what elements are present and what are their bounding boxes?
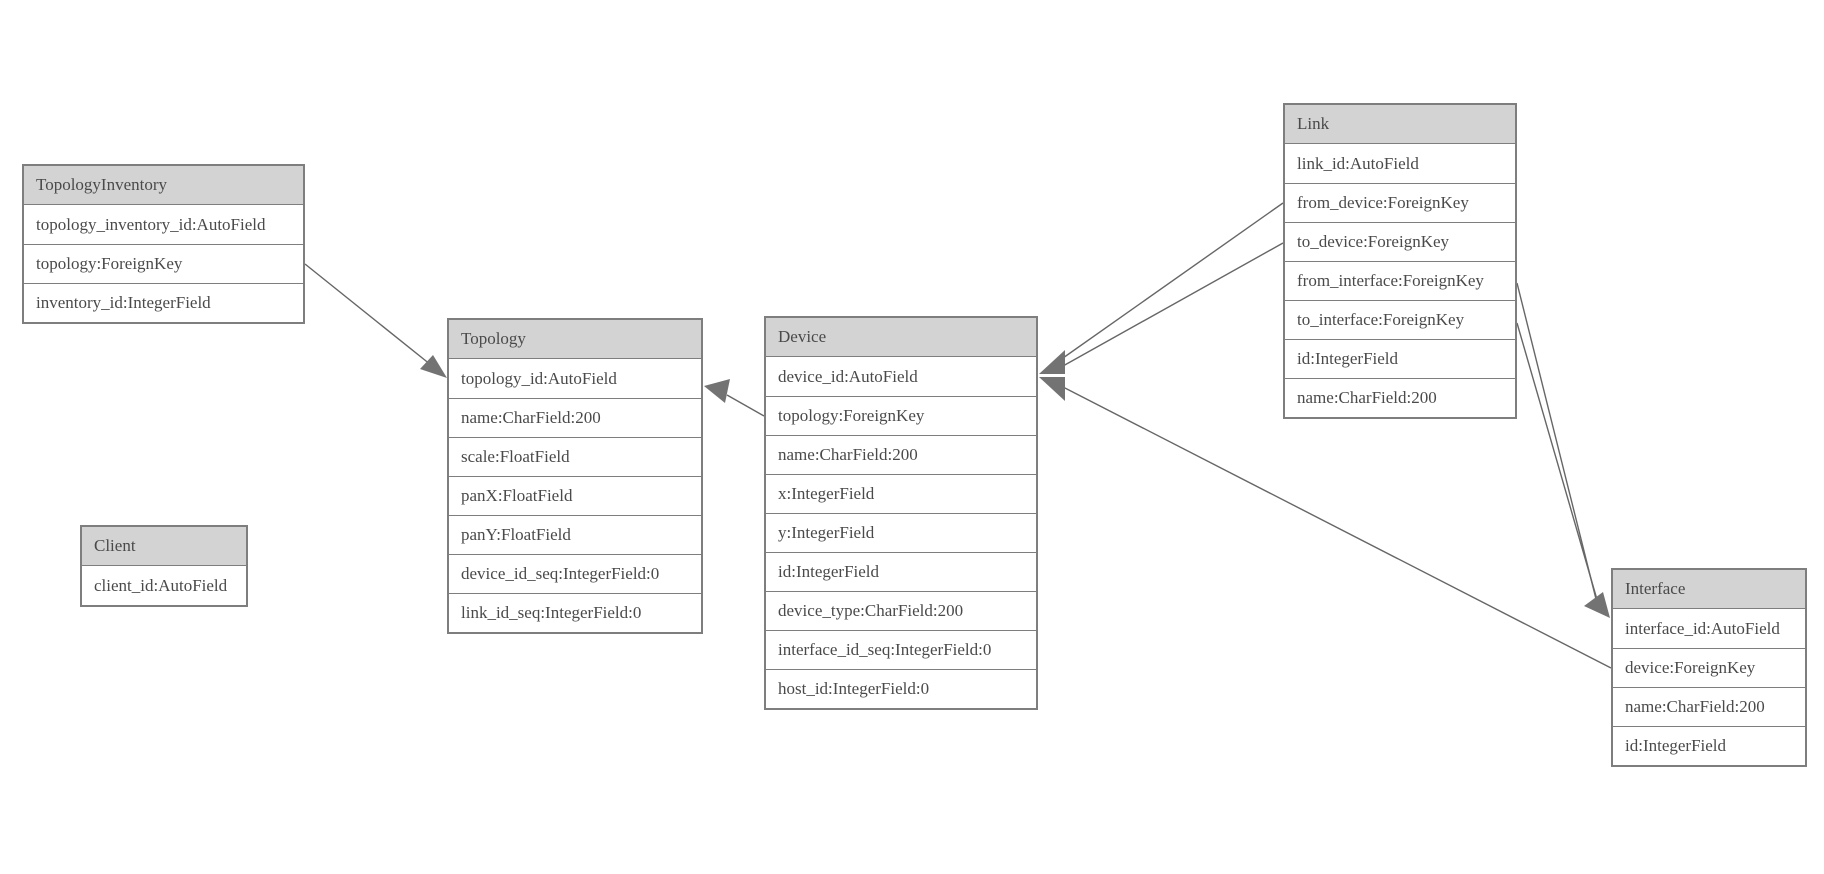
entity-field-row: id:IntegerField: [766, 552, 1036, 591]
entity-field-row: name:CharField:200: [766, 435, 1036, 474]
entity-field-row: topology_id:AutoField: [449, 359, 701, 398]
entity-interface-title: Interface: [1613, 570, 1805, 609]
arrowhead-link-interface: [1584, 592, 1610, 618]
edge-device-topology: [726, 394, 765, 417]
entity-field-row: panX:FloatField: [449, 476, 701, 515]
entity-field-row: host_id:IntegerField:0: [766, 669, 1036, 708]
entity-field-row: from_device:ForeignKey: [1285, 183, 1515, 222]
entity-field-row: x:IntegerField: [766, 474, 1036, 513]
edge-link-from-device: [1062, 202, 1284, 359]
entity-device: Device device_id:AutoField topology:Fore…: [764, 316, 1038, 710]
entity-field-row: link_id:AutoField: [1285, 144, 1515, 183]
entity-field-row: panY:FloatField: [449, 515, 701, 554]
entity-field-row: device_id_seq:IntegerField:0: [449, 554, 701, 593]
edge-interface-device: [1062, 386, 1612, 669]
entity-topology-title: Topology: [449, 320, 701, 359]
entity-field-row: name:CharField:200: [1613, 687, 1805, 726]
entity-field-row: name:CharField:200: [1285, 378, 1515, 417]
entity-field-row: name:CharField:200: [449, 398, 701, 437]
edge-topologyinventory-topology: [304, 263, 437, 370]
entity-client-title: Client: [82, 527, 246, 566]
entity-field-row: inventory_id:IntegerField: [24, 283, 303, 322]
entity-field-row: id:IntegerField: [1613, 726, 1805, 765]
edge-link-to-device: [1062, 242, 1284, 367]
entity-field-row: client_id:AutoField: [82, 566, 246, 605]
entity-field-row: to_device:ForeignKey: [1285, 222, 1515, 261]
edge-link-to-interface: [1516, 322, 1599, 604]
arrowhead-device-topology: [704, 379, 730, 403]
entity-field-row: from_interface:ForeignKey: [1285, 261, 1515, 300]
entity-field-row: interface_id_seq:IntegerField:0: [766, 630, 1036, 669]
entity-field-row: topology_inventory_id:AutoField: [24, 205, 303, 244]
entity-client: Client client_id:AutoField: [80, 525, 248, 607]
arrowhead-interface-device: [1039, 377, 1065, 401]
entity-field-row: y:IntegerField: [766, 513, 1036, 552]
entity-topologyinventory: TopologyInventory topology_inventory_id:…: [22, 164, 305, 324]
entity-field-row: device:ForeignKey: [1613, 648, 1805, 687]
entity-field-row: to_interface:ForeignKey: [1285, 300, 1515, 339]
entity-field-row: link_id_seq:IntegerField:0: [449, 593, 701, 632]
arrowhead-link-device: [1039, 350, 1065, 374]
entity-field-row: topology:ForeignKey: [766, 396, 1036, 435]
entity-field-row: topology:ForeignKey: [24, 244, 303, 283]
arrowhead-topologyinventory-topology: [420, 355, 447, 378]
entity-topologyinventory-title: TopologyInventory: [24, 166, 303, 205]
entity-link: Link link_id:AutoField from_device:Forei…: [1283, 103, 1517, 419]
entity-field-row: id:IntegerField: [1285, 339, 1515, 378]
entity-field-row: device_type:CharField:200: [766, 591, 1036, 630]
entity-field-row: scale:FloatField: [449, 437, 701, 476]
edge-link-from-interface: [1516, 282, 1597, 600]
entity-topology: Topology topology_id:AutoField name:Char…: [447, 318, 703, 634]
entity-field-row: device_id:AutoField: [766, 357, 1036, 396]
entity-field-row: interface_id:AutoField: [1613, 609, 1805, 648]
entity-device-title: Device: [766, 318, 1036, 357]
entity-interface: Interface interface_id:AutoField device:…: [1611, 568, 1807, 767]
entity-link-title: Link: [1285, 105, 1515, 144]
